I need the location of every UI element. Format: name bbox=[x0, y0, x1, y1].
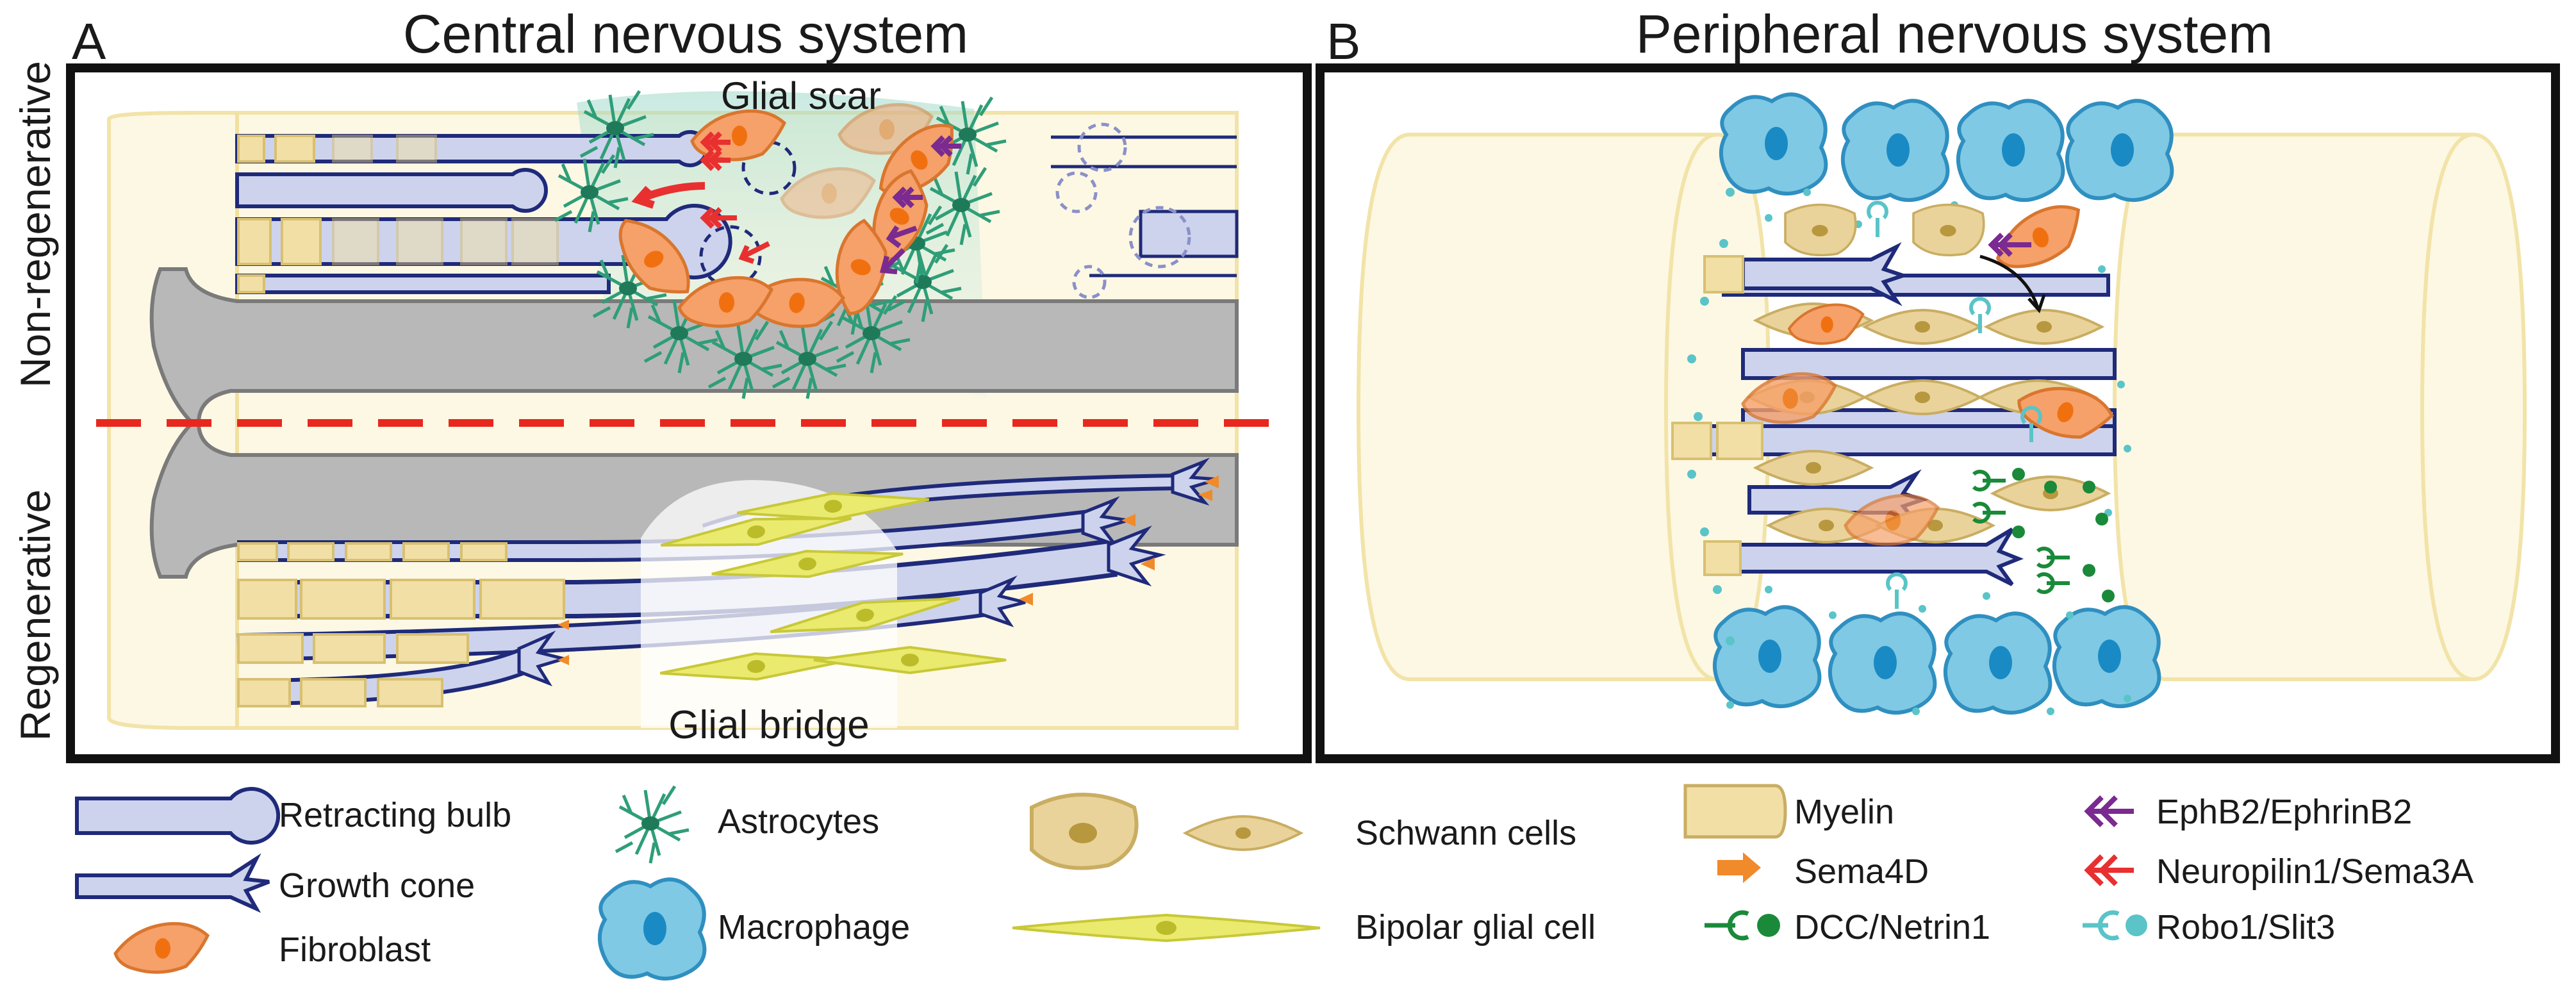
row-label-regenerative: Regenerative bbox=[12, 490, 59, 741]
legend-growth-cone-icon bbox=[75, 853, 270, 913]
legend-growth-cone-label: Growth cone bbox=[279, 866, 475, 905]
distal-nerve-stump bbox=[2112, 133, 2527, 681]
ephb2-signal-b bbox=[1988, 233, 2031, 257]
legend-astrocytes-label: Astrocytes bbox=[718, 802, 879, 841]
legend-robo-icon bbox=[2083, 910, 2147, 941]
migration-arrow bbox=[1979, 254, 2040, 308]
myelin-bottom bbox=[237, 542, 565, 707]
panel-a-letter: A bbox=[72, 13, 106, 70]
pns-schwann-cells bbox=[1748, 203, 2110, 543]
legend: Retracting bulb Growth cone Fibroblast A… bbox=[75, 784, 2473, 979]
legend-macrophage-icon bbox=[600, 879, 705, 979]
legend-fibroblast-label: Fibroblast bbox=[279, 930, 431, 969]
legend-ephb2-label: EphB2/EphrinB2 bbox=[2156, 793, 2412, 831]
pns-myelin bbox=[1671, 255, 1763, 576]
legend-robo-label: Robo1/Slit3 bbox=[2156, 908, 2335, 947]
neuropilin-signals bbox=[631, 131, 770, 264]
legend-neuropilin-label: Neuropilin1/Sema3A bbox=[2156, 852, 2473, 891]
panel-b-letter: B bbox=[1326, 13, 1360, 70]
legend-retracting-bulb-icon bbox=[75, 787, 281, 845]
sema4d-signals-a bbox=[557, 475, 1219, 665]
legend-schwann-elongated-icon bbox=[1184, 815, 1302, 851]
legend-ephb2-icon bbox=[2084, 795, 2134, 827]
legend-macrophage-label: Macrophage bbox=[718, 908, 910, 947]
row-label-non-regenerative: Non-regenerative bbox=[12, 61, 59, 388]
dcc-netrin-signals bbox=[1972, 468, 2115, 602]
legend-astrocyte-icon bbox=[616, 786, 689, 863]
myelin-top bbox=[237, 135, 559, 293]
glial-bridge-label: Glial bridge bbox=[668, 703, 870, 747]
ephb2-signals bbox=[879, 135, 961, 274]
legend-dcc-netrin-icon bbox=[1705, 910, 1780, 941]
legend-myelin-icon bbox=[1683, 784, 1787, 839]
legend-myelin-label: Myelin bbox=[1794, 793, 1894, 831]
legend-schwann-cells-label: Schwann cells bbox=[1355, 814, 1576, 852]
legend-schwann-round-icon bbox=[1030, 793, 1139, 870]
panel-a: A Central nervous system Glial scar Glia… bbox=[12, 4, 1312, 763]
legend-sema4d-label: Sema4D bbox=[1794, 852, 1929, 891]
glial-scar-label: Glial scar bbox=[721, 74, 881, 117]
legend-bipolar-label: Bipolar glial cell bbox=[1355, 908, 1596, 947]
legend-dcc-netrin-label: DCC/Netrin1 bbox=[1794, 908, 1990, 947]
proximal-nerve-stump bbox=[1356, 133, 1771, 681]
legend-sema4d-icon bbox=[1717, 852, 1761, 883]
panel-a-title: Central nervous system bbox=[403, 4, 968, 64]
legend-fibroblast-icon bbox=[115, 923, 208, 972]
panel-b-title: Peripheral nervous system bbox=[1636, 4, 2273, 64]
legend-neuropilin-icon bbox=[2084, 854, 2134, 886]
panel-b: B Peripheral nervous system bbox=[1316, 4, 2560, 763]
neuron-soma-gray bbox=[149, 267, 1239, 579]
robo-receptors bbox=[1867, 201, 2042, 609]
legend-retracting-bulb-label: Retracting bulb bbox=[279, 796, 511, 834]
slit3-dots bbox=[1687, 188, 2131, 715]
